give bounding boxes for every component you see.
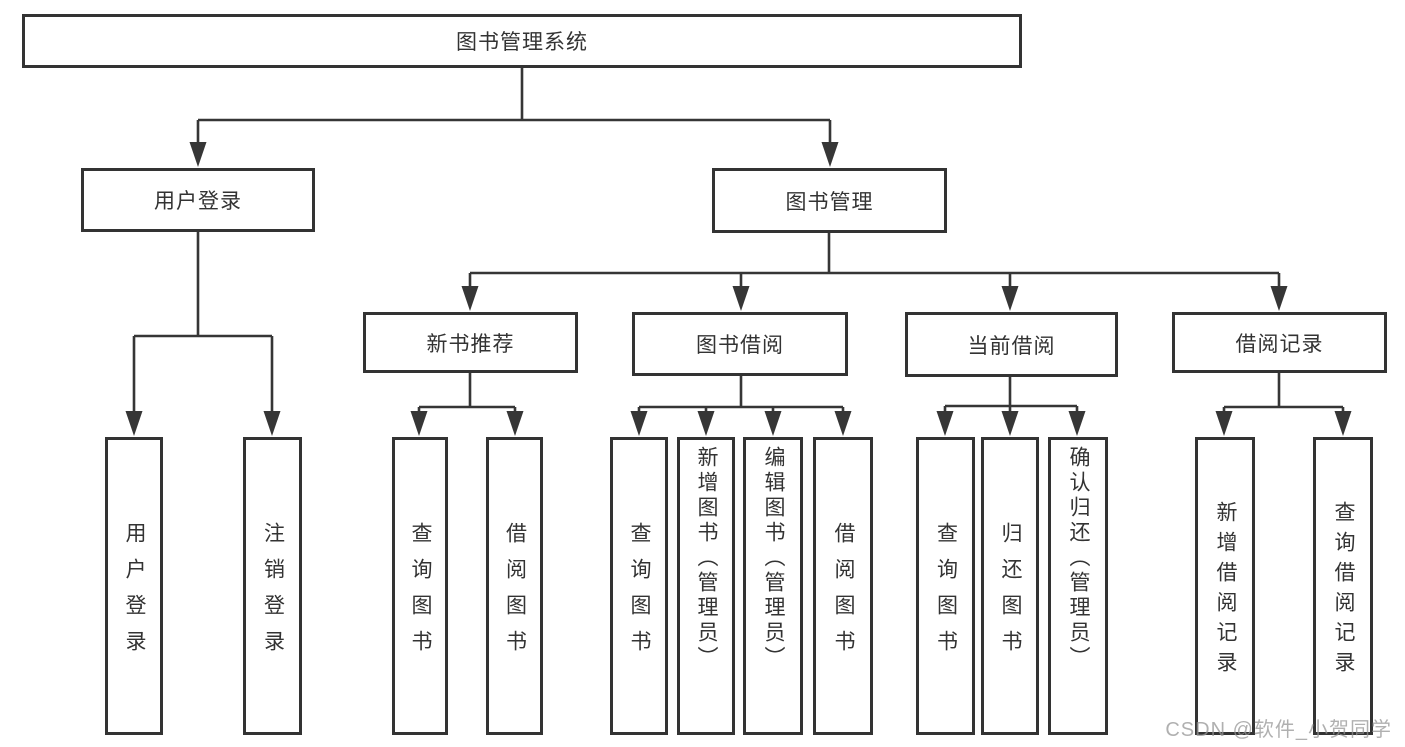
csdn-watermark: CSDN @软件_小贺同学: [1165, 719, 1392, 741]
node-user-login-leaf: 用户登录: [105, 437, 163, 735]
node-label: 用户登录: [154, 190, 242, 213]
node-query-borrow-record: 查询借阅记录: [1313, 437, 1373, 735]
node-label: 查询借阅记录: [1332, 500, 1355, 681]
node-label: 借阅图书: [503, 521, 527, 666]
node-label: 编辑图书（管理员）: [762, 446, 785, 671]
node-label: 查询图书: [409, 521, 432, 666]
node-book-management: 图书管理: [712, 168, 947, 233]
node-label: 借阅记录: [1235, 332, 1324, 356]
node-label: 查询图书: [934, 521, 958, 666]
node-label: 图书管理系统: [456, 31, 588, 54]
node-label: 借阅图书: [832, 521, 855, 666]
node-label: 用户登录: [123, 521, 146, 666]
node-add-books-admin: 新增图书（管理员）: [677, 437, 735, 735]
node-user-login: 用户登录: [81, 168, 315, 232]
node-add-borrow-record: 新增借阅记录: [1195, 437, 1255, 735]
node-borrow-books-borrowing: 借阅图书: [813, 437, 873, 735]
node-library-management-system: 图书管理系统: [22, 14, 1022, 68]
node-label: 注销登录: [261, 521, 285, 666]
node-book-borrowing: 图书借阅: [632, 312, 848, 376]
node-borrow-books-recommend: 借阅图书: [486, 437, 543, 735]
node-label: 归还图书: [999, 521, 1022, 666]
node-confirm-return-admin: 确认归还（管理员）: [1048, 437, 1108, 735]
node-label: 图书管理: [785, 190, 874, 214]
node-return-books: 归还图书: [981, 437, 1039, 735]
node-label: 当前借阅: [967, 334, 1056, 358]
node-query-books-recommend: 查询图书: [392, 437, 448, 735]
node-label: 新增借阅记录: [1214, 500, 1237, 681]
arrowheads: [125, 142, 1352, 436]
node-label: 新书推荐: [426, 332, 515, 356]
node-new-book-recommend: 新书推荐: [363, 312, 578, 373]
node-current-borrowing: 当前借阅: [905, 312, 1118, 377]
node-query-books-current: 查询图书: [916, 437, 975, 735]
node-label: 查询图书: [628, 521, 651, 666]
node-label: 确认归还（管理员）: [1067, 446, 1090, 671]
node-edit-books-admin: 编辑图书（管理员）: [743, 437, 803, 735]
node-borrowing-records: 借阅记录: [1172, 312, 1387, 373]
node-label: 图书借阅: [696, 334, 784, 357]
node-query-books-borrowing: 查询图书: [610, 437, 668, 735]
node-label: 新增图书（管理员）: [695, 446, 718, 671]
node-logout-leaf: 注销登录: [243, 437, 302, 735]
connector-paths: [132, 67, 1345, 420]
